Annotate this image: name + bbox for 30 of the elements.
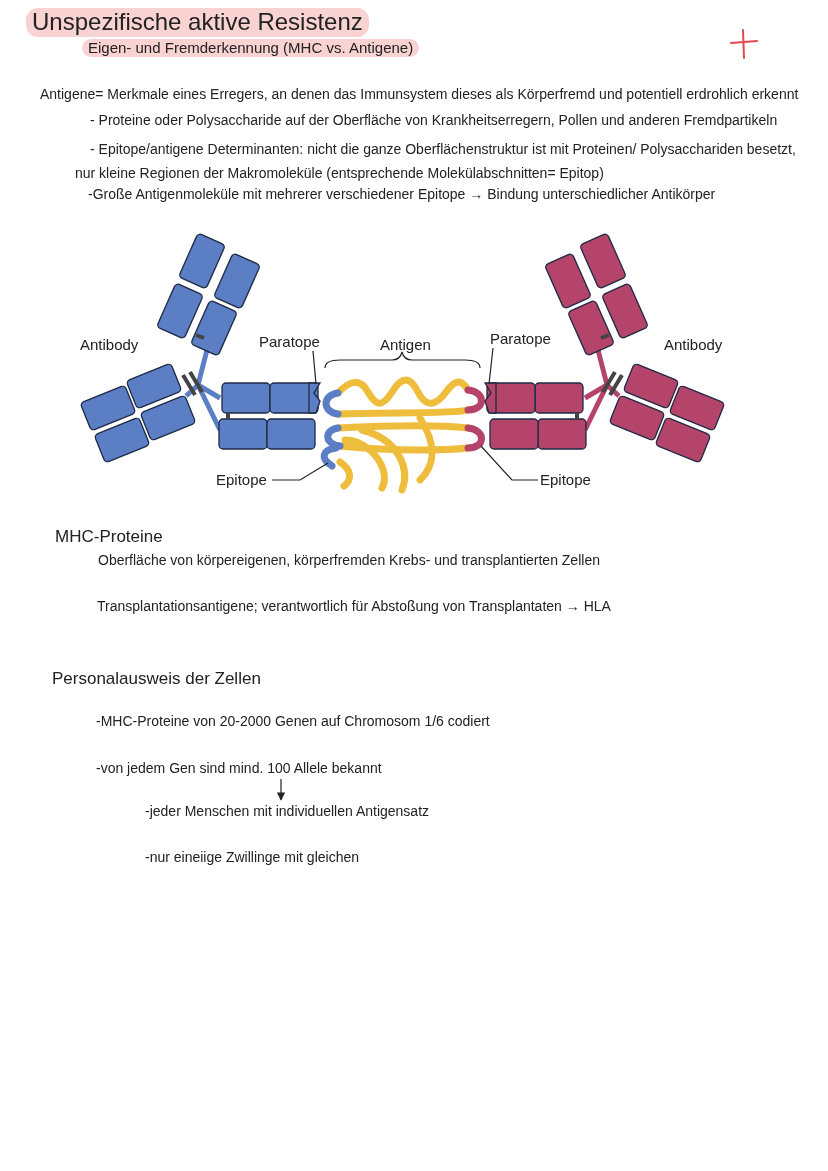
note-text: Oberfläche von körpereigenen, körperfremden Krebs- und transplantierten Zellen	[98, 552, 600, 569]
leader-line	[480, 445, 539, 481]
note-text: Transplantationsantigene; verantwortlich für Abstoßung von Transplantaten → HLA	[97, 598, 611, 615]
bullet-text: - Proteine oder Polysaccharide auf der Oberfläche von Krankheitserregern, Pollen und anderen Fremdpartikeln	[90, 112, 778, 129]
definition-text: Antigene= Merkmale eines Erregers, an denen das Immunsystem dieses als Körperfremd und potentiell erdrohlich erkennt	[40, 86, 799, 103]
leader-line	[271, 462, 329, 481]
epitope-segment	[464, 424, 485, 452]
note-text: -von jedem Gen sind mind. 100 Allele bekannt	[96, 760, 382, 777]
paratope-label: Paratope	[490, 330, 551, 348]
antibody-label: Antibody	[80, 336, 139, 354]
antibody-label: Antibody	[664, 336, 723, 354]
leader-line	[312, 350, 317, 385]
bullet-text: - Epitope/antigene Determinanten: nicht die ganze Oberflächenstruktur ist mit Proteinen/ Polysacchariden besetzt, nur kleine Regionen der Makromoleküle (entsprechende Molekülabschnitten= Epitop)	[75, 140, 797, 183]
note-text: -nur eineiige Zwillinge mit gleichen	[145, 849, 359, 866]
subtitle: Eigen- und Fremderkennung (MHC vs. Antigene)	[82, 39, 420, 57]
bullet-text: -Große Antigenmoleküle mit mehrerer verschiedener Epitope → Bindung unterschiedlicher Antikörper	[88, 186, 716, 203]
paratope-tip	[308, 382, 322, 414]
note-text: -jeder Menschen mit individuellen Antigensatz	[145, 803, 430, 820]
antigen-label: Antigen	[380, 336, 431, 354]
epitope-label: Epitope	[216, 471, 267, 489]
section-heading: MHC-Proteine	[55, 527, 163, 548]
paratope-tip	[483, 382, 497, 414]
arrow	[276, 778, 286, 801]
section-heading: Personalausweis der Zellen	[52, 669, 261, 690]
paratope-label: Paratope	[259, 333, 320, 351]
page-title: Unspezifische aktive Resistenz	[26, 8, 369, 37]
leader-line	[488, 347, 494, 385]
epitope-segment	[320, 444, 340, 470]
epitope-label: Epitope	[540, 471, 591, 489]
note-text: -MHC-Proteine von 20-2000 Genen auf Chromosom 1/6 codiert	[96, 713, 490, 730]
